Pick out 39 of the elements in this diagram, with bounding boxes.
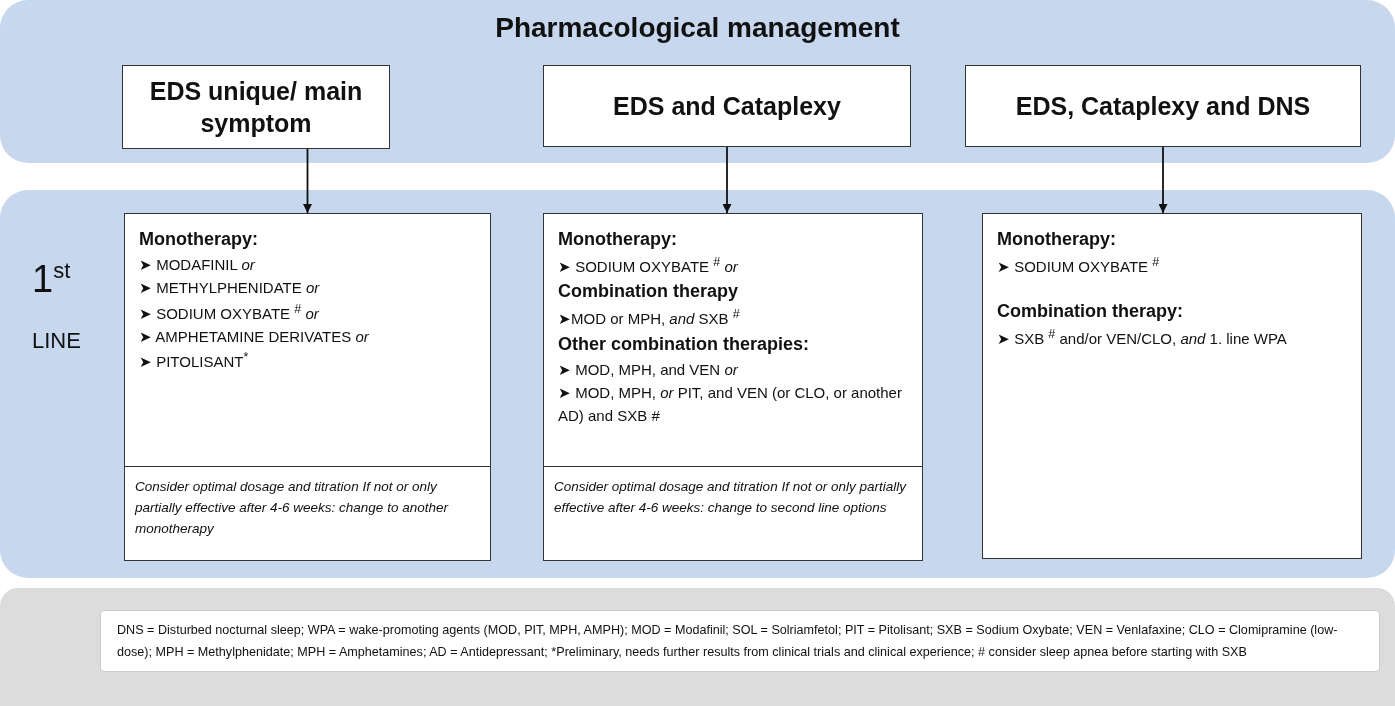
heading-text: EDS unique/ main symptom xyxy=(148,75,364,139)
list-item: ➤ SODIUM OXYBATE $^{#}$ or xyxy=(558,254,739,277)
arrow xyxy=(303,148,312,214)
section-heading: Monotherapy: xyxy=(558,228,678,251)
arrow xyxy=(1158,146,1168,214)
band-title: Pharmacological management xyxy=(495,12,900,44)
note-box xyxy=(124,466,491,561)
list-item: ➤ MOD, MPH, and VEN or xyxy=(558,359,739,380)
arrow xyxy=(722,146,732,214)
symptom-box xyxy=(965,65,1361,147)
treatment-box xyxy=(124,213,491,468)
heading-text: EDS, Cataplexy and DNS xyxy=(1014,90,1312,122)
line-number: 1$^{st}$ xyxy=(32,258,71,301)
note-text: Consider optimal dosage and titration If not or only partially effective after 4-6 weeks: change to another monotherapy xyxy=(135,478,450,538)
note-text: Consider optimal dosage and titration If not or only partially effective after 4-6 weeks: change to second line options xyxy=(554,478,908,517)
line-label: LINE xyxy=(32,328,81,354)
section-heading: Combination therapy: xyxy=(997,300,1184,324)
list-item: ➤ AMPHETAMINE DERIVATES or xyxy=(139,326,370,347)
list-item: ➤ SXB $^{#}$ and/or VEN/CLO, and 1. line WPA xyxy=(997,326,1288,350)
section-heading: Other combination therapies: xyxy=(558,332,811,356)
list-item: ➤ MODAFINIL or xyxy=(139,255,256,275)
list-item: ➤MOD or MPH, and SXB $^{#}$ xyxy=(558,306,741,330)
section-heading: Monotherapy: xyxy=(997,228,1117,251)
list-item: ➤ PITOLISANT$^{*}$ xyxy=(139,349,250,372)
section-heading: Combination therapy xyxy=(558,280,739,304)
footnote: DNS = Disturbed nocturnal sleep; WPA = wake-promoting agents (MOD, PIT, MPH, AMPH); MOD = Modafinil; SOL = Solriamfetol; PIT = Pitolisant; SXB = Sodium Oxybate; VEN = Venlafaxine; CLO = Clomipramine (low-dose); MPH = Methylphenidate; MPH = Amphetamines; AD = Antidepressant; *Preliminary, needs further results from clinical trials and clinical experience; # consider sleep apnea before starting with SXB xyxy=(100,610,1380,673)
list-item: ➤ SODIUM OXYBATE $^{#}$ or xyxy=(139,300,320,324)
heading-text: EDS and Cataplexy xyxy=(612,90,842,122)
list-item: ➤ SODIUM OXYBATE $^{#}$ xyxy=(997,254,1161,277)
list-item: ➤ MOD, MPH, or PIT, and VEN (or CLO, or another AD) and SXB # xyxy=(558,382,903,426)
note-box xyxy=(543,466,923,561)
section-heading: Monotherapy: xyxy=(139,228,259,251)
header-band xyxy=(0,0,1395,163)
symptom-box xyxy=(543,65,911,147)
list-item: ➤ METHYLPHENIDATE or xyxy=(139,278,321,299)
first-line-band xyxy=(0,190,1395,578)
symptom-box xyxy=(122,65,390,149)
treatment-box xyxy=(982,213,1362,559)
treatment-box xyxy=(543,213,923,468)
